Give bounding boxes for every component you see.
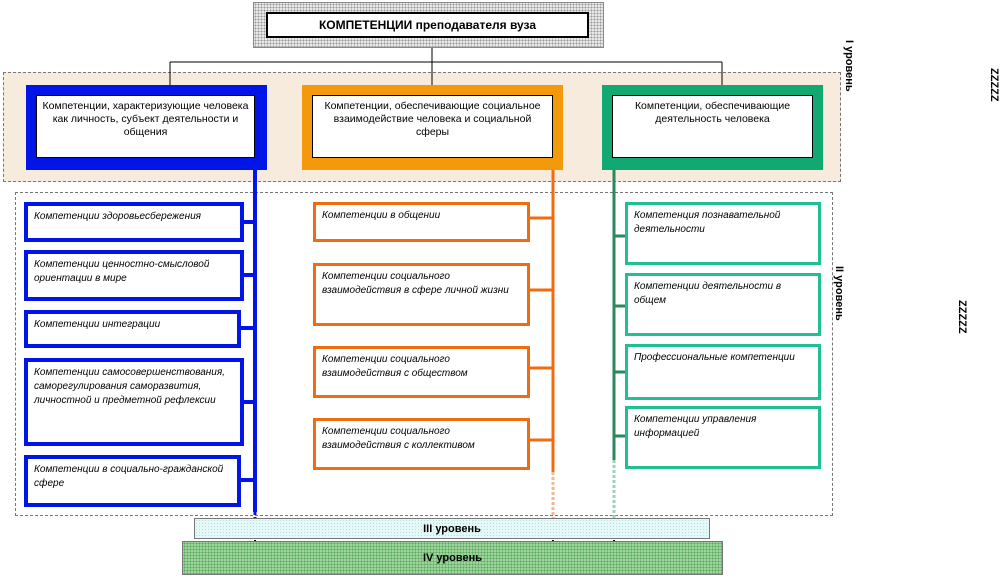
list-item-green: Компетенции деятельности в общем — [625, 273, 821, 336]
category-personality-frame: Компетенции, характеризующие человека ка… — [26, 85, 267, 170]
level-4-bar: IV уровень — [182, 541, 723, 575]
level-1-label: I уровень — [843, 40, 855, 92]
list-item-orange: Компетенции в общении — [313, 202, 530, 242]
list-item-orange: Компетенции социального взаимодействия с… — [313, 418, 530, 470]
list-item-blue: Компетенции ценностно-смысловой ориентац… — [24, 250, 244, 301]
category-activity: Компетенции, обеспечивающие деятельность… — [612, 95, 813, 158]
category-personality: Компетенции, характеризующие человека ка… — [36, 95, 255, 158]
category-social: Компетенции, обеспечивающие социальное в… — [312, 95, 553, 158]
level-2-label: II уровень — [833, 266, 845, 321]
level-3-label: III уровень — [423, 522, 481, 535]
list-item-orange: Компетенции социального взаимодействия с… — [313, 346, 530, 398]
list-item-orange: Компетенции социального взаимодействия в… — [313, 263, 530, 326]
category-activity-frame: Компетенции, обеспечивающие деятельность… — [602, 85, 823, 170]
category-social-frame: Компетенции, обеспечивающие социальное в… — [302, 85, 563, 170]
level-4-label: IV уровень — [422, 552, 482, 564]
list-item-blue: Компетенции самосовершенствования, самор… — [24, 358, 244, 446]
list-item-blue: Компетенции в социально-гражданской сфер… — [24, 455, 241, 507]
level-3-bar: III уровень — [194, 518, 710, 539]
list-item-green: Профессиональные компетенции — [625, 344, 821, 400]
list-item-green: Компетенции управления информацией — [625, 406, 821, 469]
list-item-green: Компетенция познавательной деятельности — [625, 202, 821, 265]
level-2-far-label: ZZZZZ — [956, 300, 968, 334]
list-item-blue: Компетенции интеграции — [24, 310, 241, 348]
list-item-blue: Компетенции здоровьесбережения — [24, 202, 244, 242]
diagram-title: КОМПЕТЕНЦИИ преподавателя вуза — [266, 12, 589, 38]
level-1-far-label: ZZZZZ — [988, 68, 1000, 102]
